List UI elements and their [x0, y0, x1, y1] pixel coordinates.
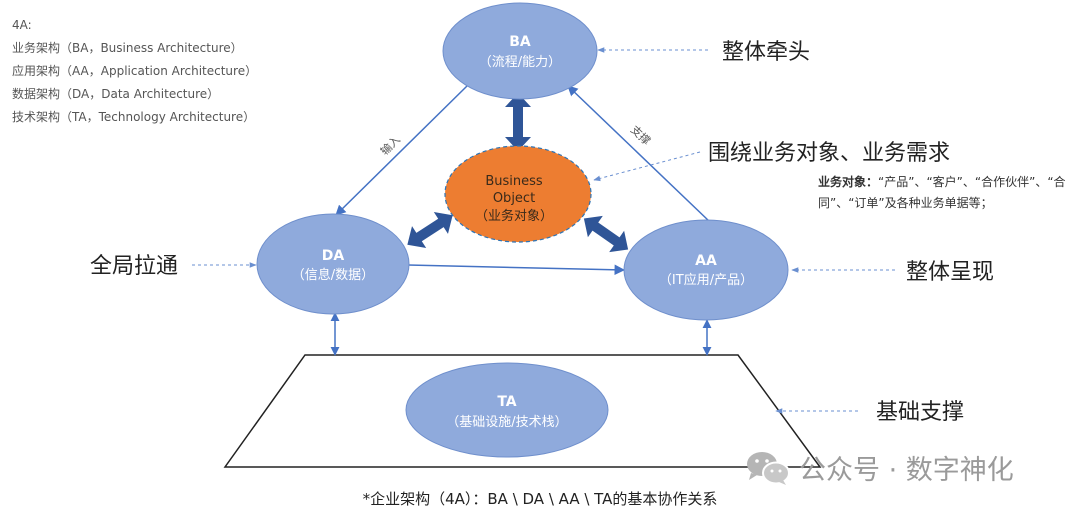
note-text: “产品”、“客户”、“合作伙伴”、“合同”、“订单”及各种业务单据等；: [818, 175, 1066, 210]
node-aa: AA （IT应用/产品）: [623, 219, 789, 321]
arrow-ba-to-da: [335, 85, 468, 216]
node-aa-label: AA: [695, 253, 717, 269]
edge-label-support: 支撑: [628, 122, 654, 147]
arrow-aa-to-ba: [567, 85, 711, 223]
node-ba-label: BA: [509, 34, 531, 50]
legend-item-da: 数据架构（DA，Data Architecture）: [12, 87, 220, 101]
annotation-ta: 基础支撑: [876, 400, 964, 425]
node-da-sub: （信息/数据）: [292, 267, 374, 283]
annotation-bo: 围绕业务对象、业务需求: [708, 141, 950, 166]
node-ba-sub: （流程/能力）: [479, 55, 561, 70]
legend-item-ta: 技术架构（TA，Technology Architecture）: [12, 110, 256, 124]
node-business-object: Business Object （业务对象）: [444, 145, 592, 243]
arrow-da-to-aa: [407, 264, 626, 276]
watermark: 公众号 · 数字神化: [745, 448, 1014, 487]
node-ta-sub: （基础设施/技术栈）: [446, 415, 567, 430]
node-bo-line1: Business: [485, 174, 543, 189]
legend-item-aa: 应用架构（AA，Application Architecture）: [12, 64, 258, 78]
business-object-note: 业务对象：“产品”、“客户”、“合作伙伴”、“合同”、“订单”及各种业务单据等；: [818, 172, 1080, 214]
note-label: 业务对象：: [818, 175, 879, 189]
edge-label-input: 输入: [377, 132, 402, 157]
node-ta: TA （基础设施/技术栈）: [405, 362, 609, 458]
annotation-ba: 整体牵头: [722, 40, 810, 65]
node-da: DA （信息/数据）: [256, 213, 410, 315]
legend: 4A: 业务架构（BA，Business Architecture） 应用架构（…: [12, 14, 257, 129]
node-bo-line2: Object: [493, 191, 535, 206]
annotation-da: 全局拉通: [90, 254, 178, 279]
watermark-text: 公众号 · 数字神化: [799, 455, 1014, 486]
wechat-icon: [747, 451, 790, 485]
node-ba: BA （流程/能力）: [442, 2, 598, 100]
node-aa-sub: （IT应用/产品）: [659, 272, 753, 288]
legend-title: 4A:: [12, 18, 32, 32]
node-da-label: DA: [322, 248, 345, 264]
annotation-aa: 整体呈现: [906, 260, 994, 285]
node-ta-label: TA: [497, 394, 516, 410]
fat-arrow-bo-da: [407, 212, 453, 248]
node-bo-line3: （业务对象）: [475, 208, 553, 224]
fat-arrow-bo-aa: [583, 215, 629, 253]
fat-arrow-ba-bo: [505, 93, 531, 151]
diagram-caption: *企业架构（4A）：BA \ DA \ AA \ TA的基本协作关系: [362, 490, 718, 508]
legend-item-ba: 业务架构（BA，Business Architecture）: [12, 41, 243, 55]
annotation-arrow-bo: [593, 151, 701, 182]
